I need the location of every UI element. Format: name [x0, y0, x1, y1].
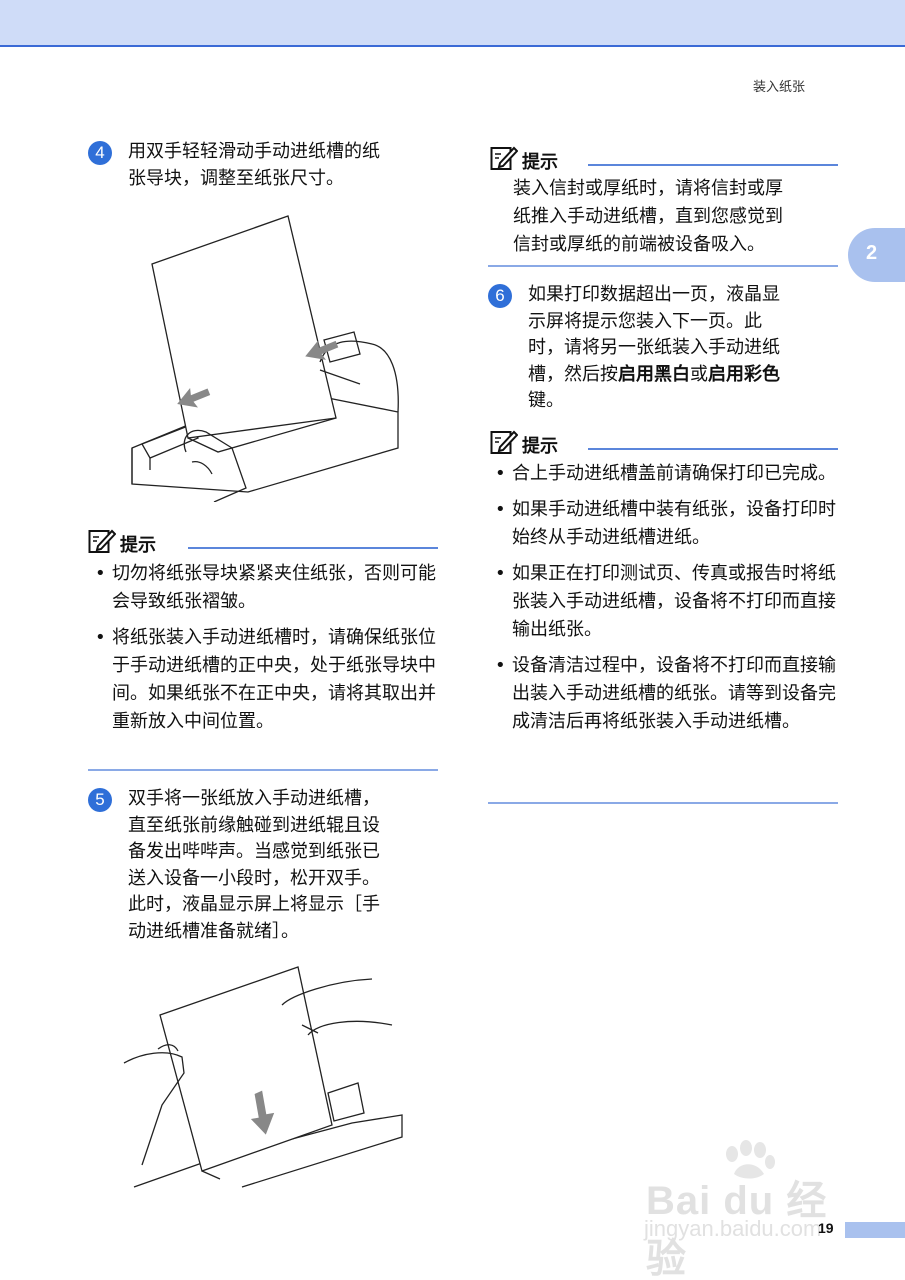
note-1-bullet: 将纸张装入手动进纸槽时，请确保纸张位于手动进纸槽的正中央，处于纸张导块中间。如果… — [90, 624, 438, 736]
step-6-line: 如果打印数据超出一页，液晶显 — [528, 284, 780, 305]
note-2-rule — [588, 164, 838, 166]
note-2-header: 提示 — [490, 145, 838, 173]
note-1-list: 切勿将纸张导块紧紧夹住纸张，否则可能会导致纸张褶皱。 将纸张装入手动进纸槽时，请… — [90, 560, 438, 744]
step-5-badge: 5 — [88, 788, 112, 812]
note-3-bullet: 如果正在打印测试页、传真或报告时将纸张装入手动进纸槽，设备将不打印而直接输出纸张… — [490, 560, 838, 644]
step-6-line: 示屏将提示您装入下一页。此 — [528, 310, 762, 332]
paw-logo-icon — [726, 1140, 775, 1179]
note-3-header: 提示 — [490, 429, 838, 457]
step-4-badge: 4 — [88, 141, 112, 165]
note-1-bullet: 切勿将纸张导块紧紧夹住纸张，否则可能会导致纸张褶皱。 — [90, 560, 438, 616]
note-2-end-rule — [488, 265, 838, 267]
note-2-text: 装入信封或厚纸时，请将信封或厚 纸推入手动进纸槽，直到您感觉到 信封或厚纸的前端… — [513, 175, 839, 259]
note-2-line: 纸推入手动进纸槽，直到您感觉到 — [513, 206, 783, 227]
note-3-end-rule — [488, 802, 838, 804]
note-2-label: 提示 — [522, 152, 558, 173]
step-4-text: 用双手轻轻滑动手动进纸槽的纸 张导块，调整至纸张尺寸。 — [128, 139, 448, 192]
note-pencil-icon — [88, 529, 116, 553]
chapter-number: 2 — [866, 242, 878, 264]
step-4-line: 张导块，调整至纸张尺寸。 — [128, 167, 344, 189]
note-3-bullet: 如果手动进纸槽中装有纸张，设备打印时始终从手动进纸槽进纸。 — [490, 496, 838, 552]
step-6-or: 或 — [690, 363, 708, 385]
step-6-line: 时，请将另一张纸装入手动进纸 — [528, 337, 780, 358]
note-1-label: 提示 — [120, 535, 156, 556]
top-header-band — [0, 0, 905, 47]
key-mono-start: 启用黑白 — [618, 363, 690, 385]
step-6-line4-prefix: 槽，然后按 — [528, 363, 618, 385]
chapter-tab: 2 — [848, 228, 905, 282]
footer-band — [845, 1222, 905, 1238]
step-6-line: 键。 — [528, 390, 564, 411]
note-1-rule — [188, 547, 438, 549]
note-3-bullet: 设备清洁过程中，设备将不打印而直接输出装入手动进纸槽的纸张。请等到设备完成清洁后… — [490, 652, 838, 736]
key-colour-start: 启用彩色 — [708, 363, 780, 385]
step-4-line: 用双手轻轻滑动手动进纸槽的纸 — [128, 141, 380, 162]
note-pencil-icon — [490, 146, 518, 170]
step-5-line: 直至纸张前缘触碰到进纸辊且设 — [128, 814, 380, 836]
note-1-end-rule — [88, 769, 438, 771]
step-5-line: 双手将一张纸放入手动进纸槽， — [128, 788, 380, 809]
note-3-rule — [588, 448, 838, 450]
watermark-logo-text: Bai du 经验 — [646, 1179, 828, 1280]
step-5-line: 此时，液晶显示屏上将显示［手 — [128, 894, 380, 915]
step-6-text: 如果打印数据超出一页，液晶显 示屏将提示您装入下一页。此 时，请将另一张纸装入手… — [528, 282, 838, 415]
note-pencil-icon — [490, 430, 518, 454]
note-1-header: 提示 — [88, 528, 438, 556]
note-2-line: 装入信封或厚纸时，请将信封或厚 — [513, 178, 783, 199]
step-5-line: 动进纸槽准备就绪］。 — [128, 920, 299, 942]
baidu-jingyan-watermark: Bai du 经验 jingyan.baidu.com — [640, 1140, 855, 1280]
note-3-label: 提示 — [522, 436, 558, 457]
step-5-line: 送入设备一小段时，松开双手。 — [128, 867, 380, 889]
page-number: 19 — [818, 1220, 834, 1236]
step-6-line: 槽，然后按启用黑白或启用彩色 — [528, 362, 838, 389]
note-3-bullet: 合上手动进纸槽盖前请确保打印已完成。 — [490, 460, 838, 488]
note-3-list: 合上手动进纸槽盖前请确保打印已完成。 如果手动进纸槽中装有纸张，设备打印时始终从… — [490, 460, 838, 744]
section-title: 装入纸张 — [752, 80, 805, 95]
note-2-line: 信封或厚纸的前端被设备吸入。 — [513, 234, 765, 255]
figure-insert-paper — [123, 966, 403, 1188]
watermark-url: jingyan.baidu.com — [644, 1216, 822, 1241]
step-6-badge: 6 — [488, 284, 512, 308]
step-5-text: 双手将一张纸放入手动进纸槽， 直至纸张前缘触碰到进纸辊且设 备发出哔哔声。当感觉… — [128, 786, 438, 945]
figure-adjust-paper-guides — [131, 215, 399, 502]
step-5-line: 备发出哔哔声。当感觉到纸张已 — [128, 841, 380, 862]
